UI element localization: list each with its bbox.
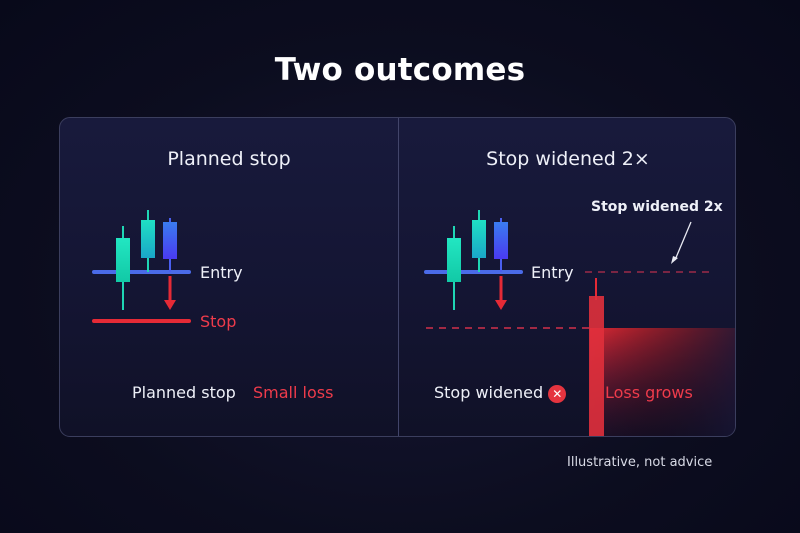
comparison-card: Planned stop bbox=[59, 117, 736, 437]
caption-loss-grows: Loss grows bbox=[605, 383, 693, 402]
page-title: Two outcomes bbox=[274, 52, 526, 88]
candle bbox=[116, 238, 130, 282]
widened-annotation: Stop widened 2x bbox=[591, 199, 723, 215]
planned-stop-chart bbox=[92, 210, 191, 323]
annotation-arrow-icon bbox=[671, 256, 678, 264]
caption-stop-widened: Stop widened ✕ bbox=[434, 383, 567, 403]
entry-label-widened: Entry bbox=[531, 263, 574, 282]
caption-small-loss: Small loss bbox=[253, 383, 334, 402]
stop-label: Stop bbox=[200, 312, 237, 331]
candle bbox=[163, 222, 177, 259]
disclaimer: Illustrative, not advice bbox=[567, 455, 713, 470]
candle bbox=[141, 220, 155, 258]
panel-heading-planned: Planned stop bbox=[167, 148, 291, 170]
panel-heading-widened: Stop widened 2× bbox=[486, 148, 650, 170]
caption-stop-widened-text: Stop widened bbox=[434, 383, 544, 402]
loss-candle bbox=[589, 296, 604, 436]
panel-divider bbox=[398, 118, 399, 436]
stop-widened-chart bbox=[424, 210, 735, 436]
caption-planned-stop: Planned stop bbox=[132, 383, 236, 402]
down-arrow-icon bbox=[164, 300, 176, 310]
entry-label: Entry bbox=[200, 263, 243, 282]
x-circle-icon: ✕ bbox=[548, 384, 567, 403]
